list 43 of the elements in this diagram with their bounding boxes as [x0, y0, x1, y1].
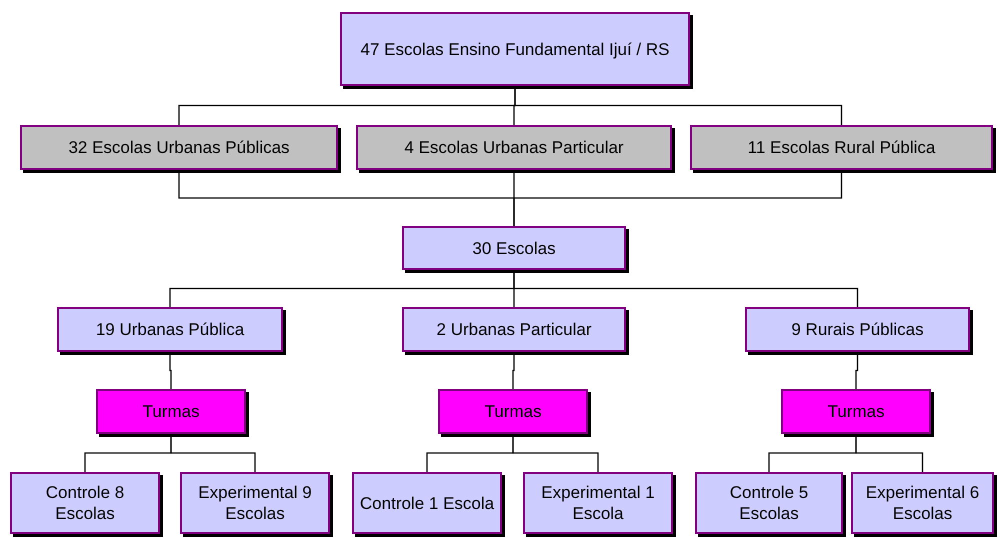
- connector-line: [512, 352, 515, 389]
- box-label: 4 Escolas Urbanas Particular: [404, 137, 624, 158]
- org-box: [523, 472, 673, 534]
- box-label: 32 Escolas Urbanas Públicas: [68, 137, 290, 158]
- box-label: Experimental 9 Escolas: [197, 482, 313, 524]
- connector-line: [855, 434, 924, 472]
- connector-line: [512, 434, 599, 472]
- org-box: [438, 389, 588, 434]
- box-label: 19 Urbanas Pública: [96, 319, 244, 340]
- box-label: 2 Urbanas Particular: [436, 319, 592, 340]
- org-box: [690, 125, 993, 170]
- box-label: 9 Rurais Públicas: [791, 319, 924, 340]
- org-box: [356, 125, 672, 170]
- box-label: Controle 8 Escolas: [44, 482, 126, 524]
- org-box: [340, 12, 690, 86]
- org-box: [402, 307, 626, 352]
- box-label: Experimental 6 Escolas: [864, 482, 980, 524]
- connector-line: [855, 352, 858, 389]
- org-box: [781, 389, 931, 434]
- connector-line: [169, 352, 172, 389]
- org-box: [180, 472, 330, 534]
- connector-line: [514, 86, 842, 125]
- box-label: 30 Escolas: [472, 238, 556, 258]
- connector-line: [513, 270, 858, 307]
- org-box: [352, 472, 502, 534]
- box-label: Controle 5 Escolas: [728, 482, 810, 524]
- box-label: Controle 1 Escola: [360, 492, 494, 514]
- connector-line: [170, 434, 256, 472]
- box-label: Turmas: [142, 401, 200, 422]
- box-label: 47 Escolas Ensino Fundamental Ijuí / RS: [360, 38, 670, 60]
- box-label: 11 Escolas Rural Pública: [748, 137, 936, 158]
- org-box: [20, 125, 338, 170]
- box-label: Turmas: [828, 401, 884, 422]
- connector-line: [513, 170, 842, 226]
- org-box: [57, 307, 283, 352]
- org-box: [10, 472, 160, 534]
- org-box: [851, 472, 994, 534]
- org-box: [745, 307, 970, 352]
- box-label: Experimental 1 Escola: [540, 482, 656, 524]
- box-label: Turmas: [484, 401, 542, 422]
- org-box: [695, 472, 843, 534]
- org-box: [402, 226, 626, 270]
- org-box: [96, 389, 246, 434]
